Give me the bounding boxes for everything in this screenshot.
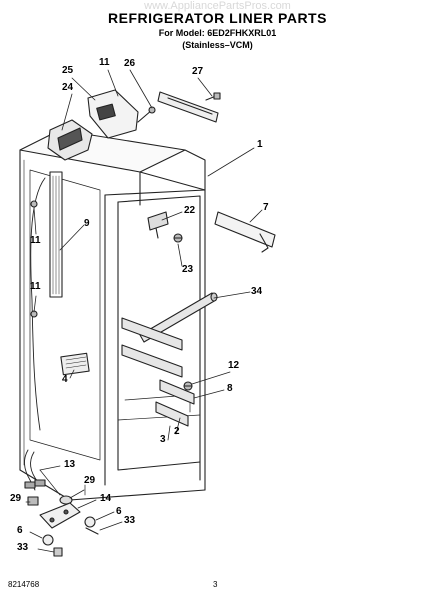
page-title: REFRIGERATOR LINER PARTS [108,10,327,26]
callout-23: 23 [182,264,194,275]
shelf-supports [121,317,195,427]
callout-8: 8 [227,383,233,394]
screw-top [137,106,156,123]
callout-9: 9 [84,218,90,229]
screw-23 [173,233,183,243]
callout-25: 25 [62,65,74,76]
callout-22: 22 [184,205,196,216]
bulbs [42,516,99,557]
callout-2: 2 [174,426,180,437]
callout-14: 14 [100,493,112,504]
screw-12 [183,381,193,391]
callout-27: 27 [192,66,204,77]
callout-7: 7 [263,202,269,213]
side-rail [49,171,63,298]
callout-24: 24 [62,82,74,93]
callout-4: 4 [62,374,68,385]
callout-1: 1 [257,139,263,150]
watermark: www.AppliancePartsPros.com [144,0,291,12]
wire-harness [23,449,46,491]
model-line: For Model: 6ED2FHKXRL01 [158,28,277,38]
callout-6-left: 6 [17,525,23,536]
switches [27,495,73,506]
callout-29-right: 29 [84,475,96,486]
screw-27 [205,92,221,101]
callout-3: 3 [160,434,166,445]
callout-29-left: 29 [10,493,22,504]
tube-34 [139,292,218,343]
variant-line: (Stainless–VCM) [182,40,253,50]
callout-33-left: 33 [17,542,29,553]
bracket-22 [147,211,169,239]
callout-34: 34 [251,286,263,297]
cover-7 [214,211,276,253]
callout-33-right: 33 [124,515,136,526]
page-number: 3 [213,580,218,589]
document-number: 8214768 [8,580,40,589]
callout-11-mid: 11 [30,235,41,246]
control-bracket [47,119,93,161]
bracket-14 [39,502,81,529]
vent-grille [60,352,90,376]
callout-11-top: 11 [99,57,110,68]
callout-13: 13 [64,459,76,470]
callout-6-right: 6 [116,506,122,517]
top-bracket [157,91,219,123]
callout-11-low: 11 [30,281,41,292]
leader-lines [25,69,263,553]
callout-12: 12 [228,360,240,371]
housing [87,89,139,139]
callout-26: 26 [124,58,136,69]
